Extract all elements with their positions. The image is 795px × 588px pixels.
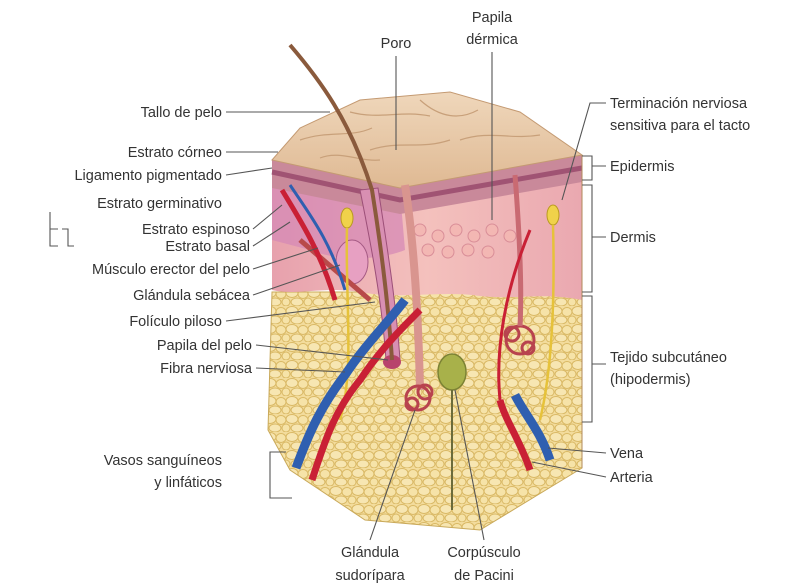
skin-block: [268, 45, 582, 530]
label-estrato-corneo: Estrato córneo: [128, 145, 222, 161]
label-estrato-espinoso: Estrato espinoso: [142, 222, 250, 238]
label-vasos-line2: y linfáticos: [154, 475, 222, 491]
label-arteria: Arteria: [610, 470, 654, 486]
label-ligamento-pigmentado: Ligamento pigmentado: [74, 168, 222, 184]
label-fibra-nerviosa: Fibra nerviosa: [160, 361, 253, 377]
label-papila-del-pelo: Papila del pelo: [157, 338, 252, 354]
label-subcutaneo-line2: (hipodermis): [610, 372, 691, 388]
label-vasos-line1: Vasos sanguíneos: [104, 453, 222, 469]
label-musculo-erector: Músculo erector del pelo: [92, 262, 250, 278]
touch-receptor-left: [341, 208, 353, 228]
label-epidermis: Epidermis: [610, 159, 674, 175]
label-corpusculo-line2: de Pacini: [454, 568, 514, 584]
label-glandula-sebacea: Glándula sebácea: [133, 288, 251, 304]
label-dermis: Dermis: [610, 230, 656, 246]
label-poro: Poro: [381, 36, 412, 52]
label-glandula-sudoripara-line1: Glándula: [341, 545, 400, 561]
label-estrato-basal: Estrato basal: [165, 239, 250, 255]
label-foliculo-piloso: Folículo piloso: [129, 314, 222, 330]
label-corpusculo-line1: Corpúsculo: [447, 545, 520, 561]
label-papila-dermica-line2: dérmica: [466, 32, 519, 48]
label-papila-dermica-line1: Papila: [472, 10, 513, 26]
touch-receptor-right: [547, 205, 559, 225]
label-terminacion-line2: sensitiva para el tacto: [610, 118, 750, 134]
label-estrato-germinativo: Estrato germinativo: [97, 196, 222, 212]
label-glandula-sudoripara-line2: sudorípara: [335, 568, 405, 584]
subcutaneous-fat-layer: [268, 292, 582, 530]
pacinian-corpuscle: [438, 354, 466, 390]
label-vena: Vena: [610, 446, 644, 462]
label-terminacion-line1: Terminación nerviosa: [610, 96, 748, 112]
label-subcutaneo-line1: Tejido subcutáneo: [610, 350, 727, 366]
label-tallo-de-pelo: Tallo de pelo: [141, 105, 222, 121]
